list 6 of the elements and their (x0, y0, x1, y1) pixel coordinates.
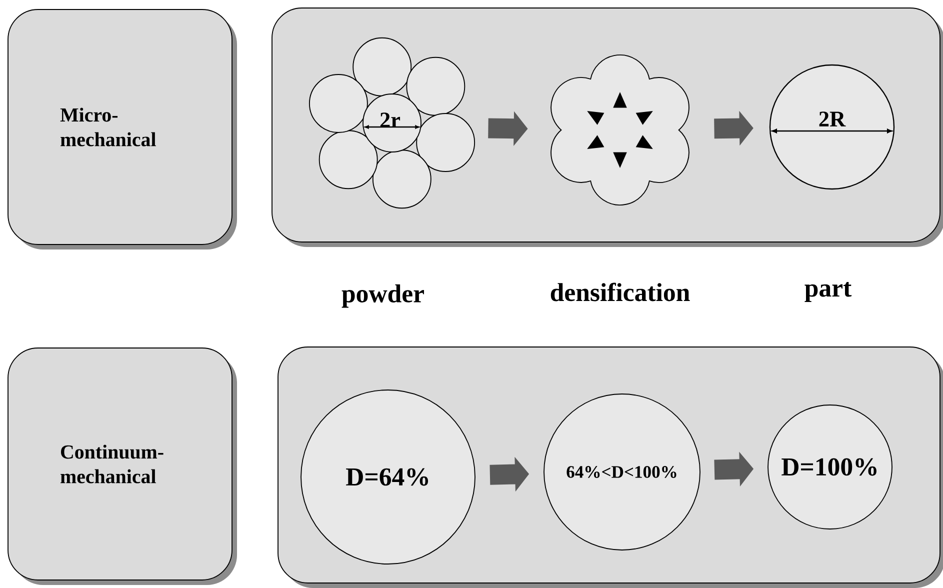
stage-label: densification (550, 282, 690, 302)
category-box: Continuum- mechanical (8, 348, 237, 585)
category-box: Micro- mechanical (8, 9, 237, 250)
stage-label: powder (342, 284, 424, 308)
densified-particles-drawing (550, 54, 690, 206)
stage-label: part (804, 282, 852, 302)
